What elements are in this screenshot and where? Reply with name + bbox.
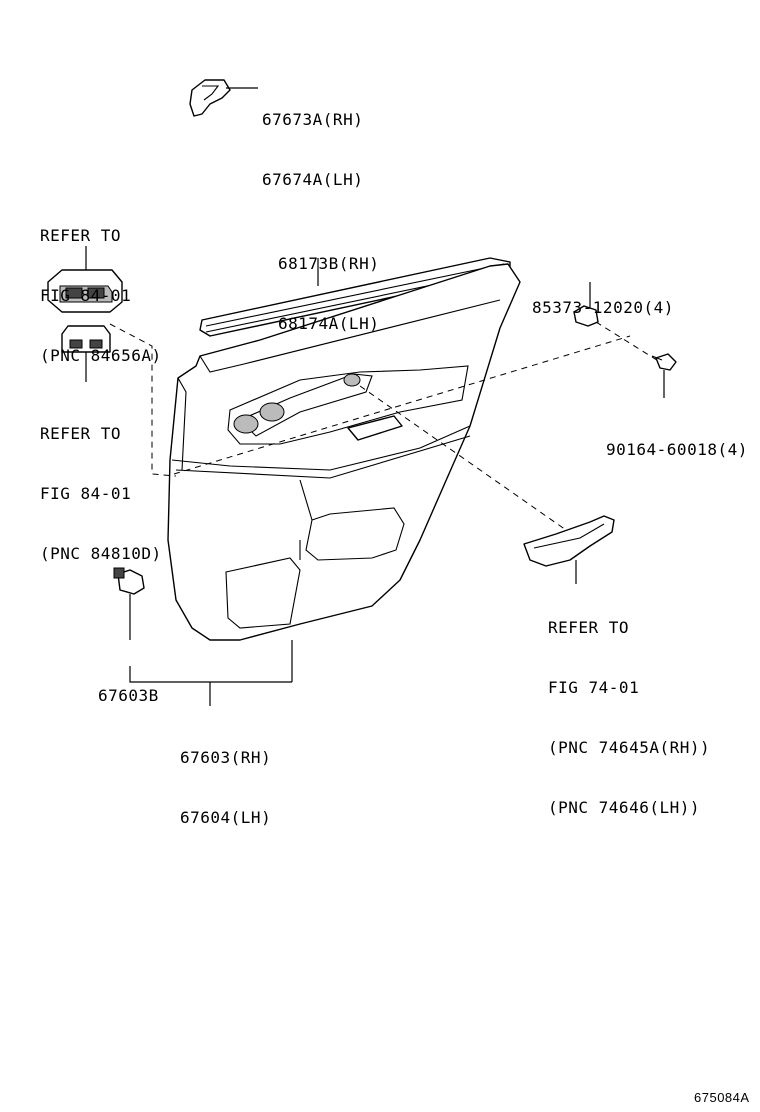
callout-handle-cover: 67673A(RH) 67674A(LH) <box>262 70 363 210</box>
reference-label: FIG 84-01 <box>40 286 132 305</box>
part-number-label: 68174A(LH) <box>278 314 380 333</box>
reference-label: (PNC 74646(LH)) <box>548 798 700 817</box>
reference-lines <box>109 321 661 531</box>
part-number-label: 67603B <box>98 686 159 705</box>
callout-switch-ref: REFER TO FIG 84-01 (PNC 84656A) <box>40 186 162 386</box>
part-number-label: 67674A(LH) <box>262 170 364 189</box>
diagram-id: 675084A <box>694 1090 750 1105</box>
door-trim-panel-part <box>167 263 521 682</box>
part-number-label: 67604(LH) <box>180 808 272 827</box>
reference-label: (PNC 84656A) <box>40 346 162 365</box>
part-number-label: 67603(RH) <box>180 748 272 767</box>
handle-cover-part <box>189 79 258 117</box>
callout-weatherstrip: 68173B(RH) 68174A(LH) <box>278 214 379 354</box>
callout-door-panel: 67603(RH) 67604(LH) <box>180 708 271 848</box>
lamp-base-part <box>61 325 111 382</box>
reference-label: (PNC 74645A(RH)) <box>548 738 711 757</box>
part-number-label: 90164-60018(4) <box>606 440 748 459</box>
part-number-label: 67673A(RH) <box>262 110 364 129</box>
callout-screw: 85373-12020(4) <box>532 258 674 338</box>
screw-part <box>573 282 599 327</box>
switch-bezel-part <box>47 246 123 313</box>
armrest-cover-part <box>523 515 615 584</box>
callout-armrest-ref: REFER TO FIG 74-01 (PNC 74645A(RH)) (PNC… <box>548 578 710 838</box>
reference-label: (PNC 84810D) <box>40 544 162 563</box>
door-panel-leader <box>129 666 292 683</box>
clip-part <box>113 567 145 640</box>
reference-label: FIG 84-01 <box>40 484 132 503</box>
reference-label: FIG 74-01 <box>548 678 640 697</box>
reference-label: REFER TO <box>40 424 122 443</box>
callout-lamp-ref: REFER TO FIG 84-01 (PNC 84810D) <box>40 384 162 584</box>
part-number-label: 85373-12020(4) <box>532 298 674 317</box>
clip-bolt-part <box>651 353 677 398</box>
callout-clip: 67603B <box>98 646 159 726</box>
reference-label: REFER TO <box>548 618 630 637</box>
reference-label: REFER TO <box>40 226 122 245</box>
part-number-label: 68173B(RH) <box>278 254 380 273</box>
callout-clip-bolt: 90164-60018(4) <box>606 400 748 480</box>
